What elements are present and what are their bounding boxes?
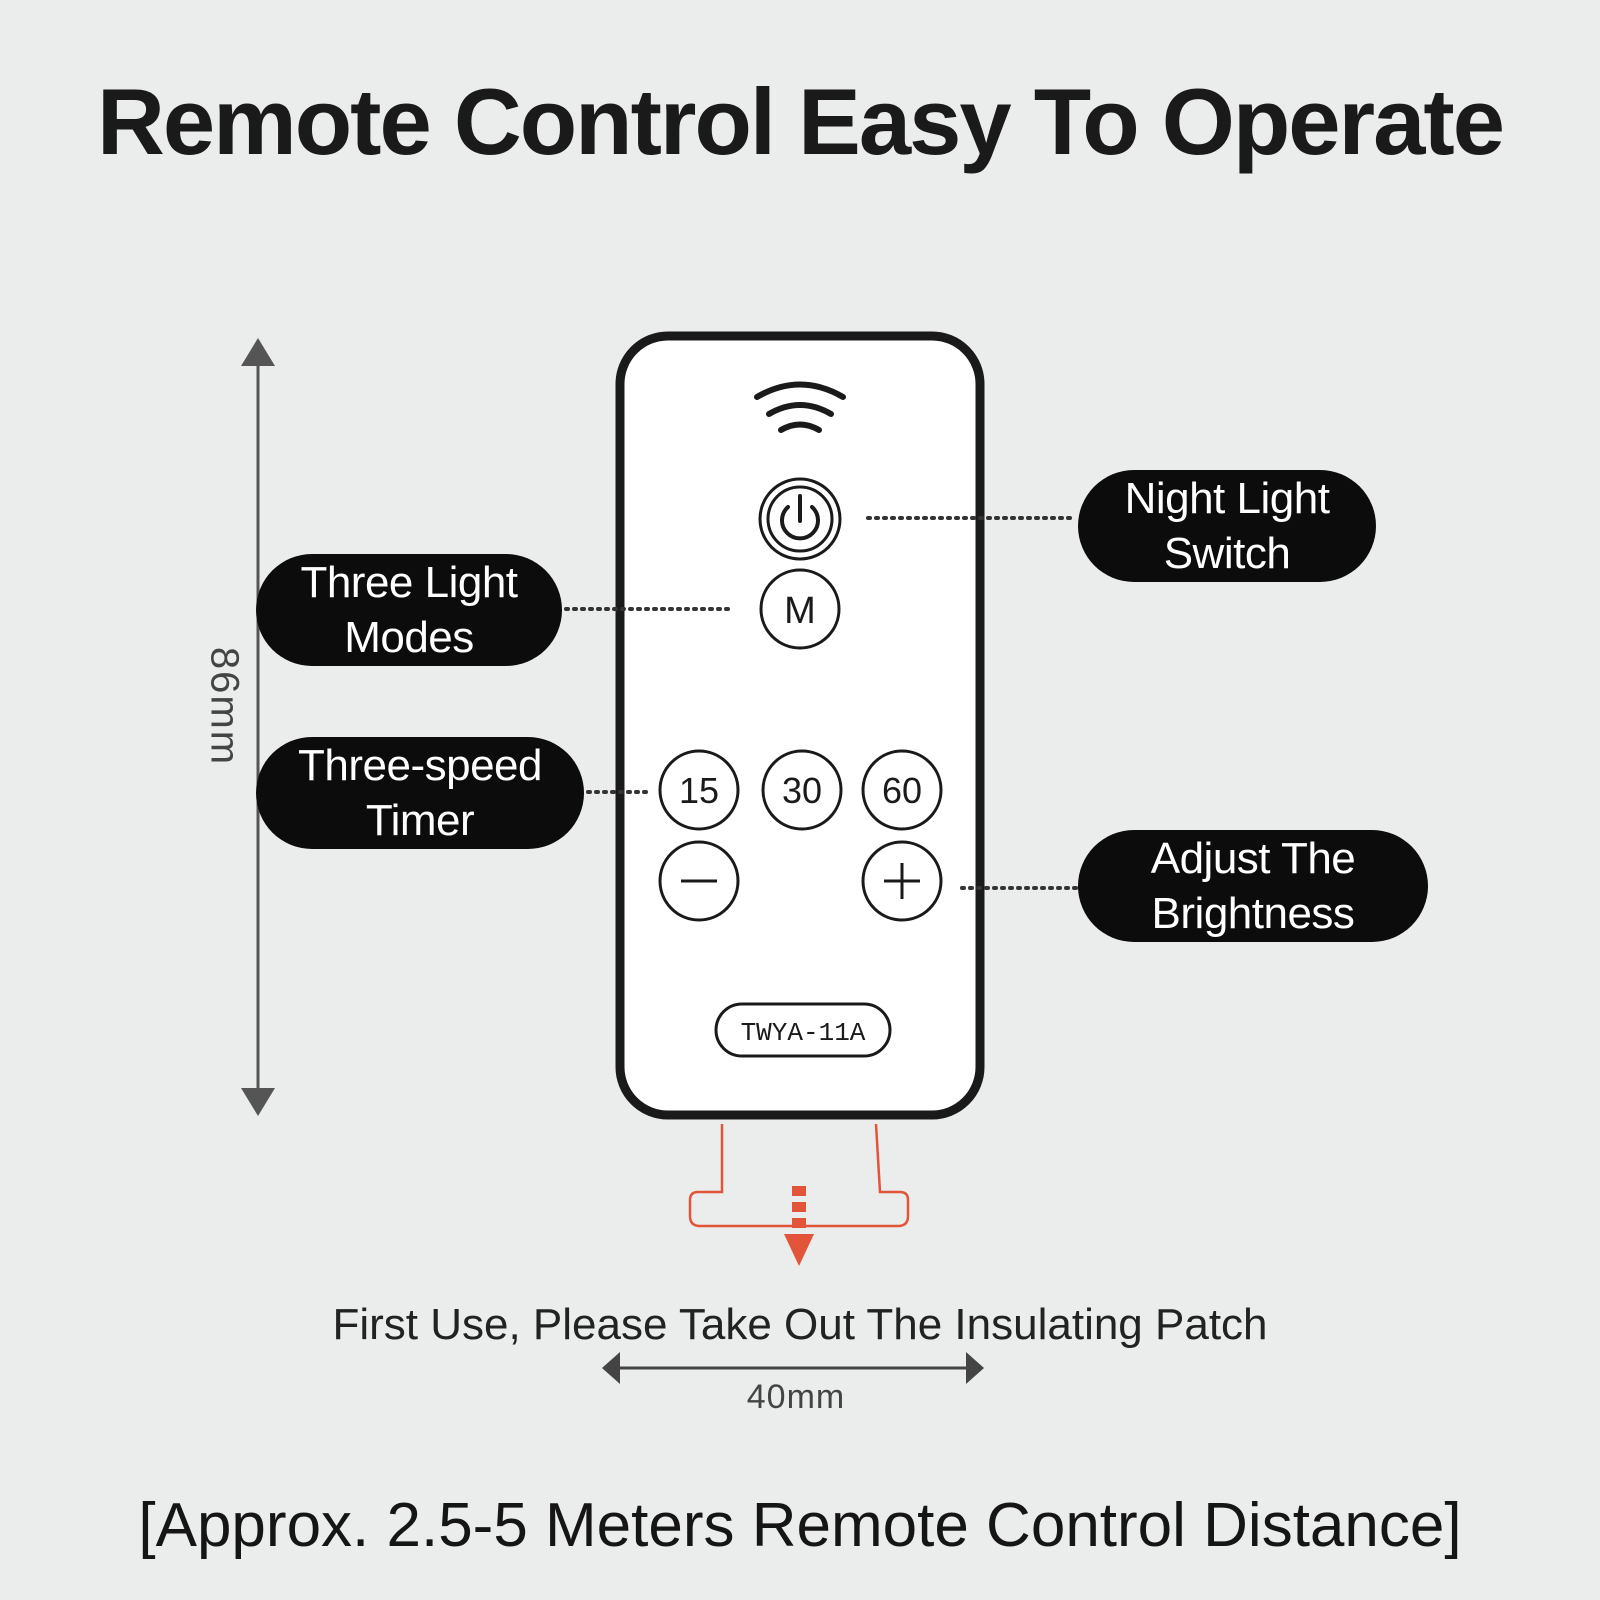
callout-leaders (564, 516, 1078, 890)
mode-button-label: M (784, 590, 816, 632)
remote-distance-note: [Approx. 2.5-5 Meters Remote Control Dis… (138, 1491, 1462, 1560)
remote-body (615, 331, 985, 1120)
mode-button[interactable]: M (759, 568, 841, 650)
callout-line-2: Timer (365, 796, 475, 845)
plus-icon (884, 863, 920, 899)
timer-60-label: 60 (882, 770, 922, 811)
model-label: TWYA-11A (741, 1018, 866, 1048)
callout-line-1: Adjust The (1150, 834, 1356, 883)
brightness-plus-button[interactable] (861, 840, 943, 922)
callout-line-2: Modes (344, 613, 474, 662)
callout-line-1: Night Light (1124, 474, 1330, 523)
timer-callout: Three-speed Timer (256, 737, 584, 849)
power-button[interactable] (758, 477, 842, 561)
brightness-minus-button[interactable] (658, 840, 740, 922)
night-light-switch-callout: Night Light Switch (1078, 470, 1376, 582)
infrared-signal-icon (754, 381, 846, 433)
timer-15-button[interactable]: 15 (658, 749, 740, 831)
page-title: Remote Control Easy To Operate (97, 69, 1505, 174)
light-modes-callout: Three Light Modes (256, 554, 562, 666)
height-dimension-label: 86mm (202, 646, 247, 767)
timer-60-button[interactable]: 60 (861, 749, 943, 831)
height-dimension-arrow (241, 338, 275, 1116)
callout-line-2: Brightness (1151, 889, 1355, 938)
brightness-callout: Adjust The Brightness (1078, 830, 1428, 942)
callout-line-2: Switch (1163, 529, 1291, 578)
width-dimension-arrow (602, 1352, 984, 1384)
pull-down-arrow-icon (784, 1186, 814, 1266)
power-icon (780, 494, 820, 541)
insulating-patch-note: First Use, Please Take Out The Insulatin… (332, 1300, 1268, 1349)
timer-30-button[interactable]: 30 (761, 749, 843, 831)
timer-30-label: 30 (782, 770, 822, 811)
width-dimension-label: 40mm (746, 1378, 846, 1416)
model-badge: TWYA-11A (714, 1002, 892, 1058)
callout-line-1: Three Light (300, 558, 518, 607)
timer-15-label: 15 (679, 770, 719, 811)
callout-line-1: Three-speed (298, 741, 542, 790)
